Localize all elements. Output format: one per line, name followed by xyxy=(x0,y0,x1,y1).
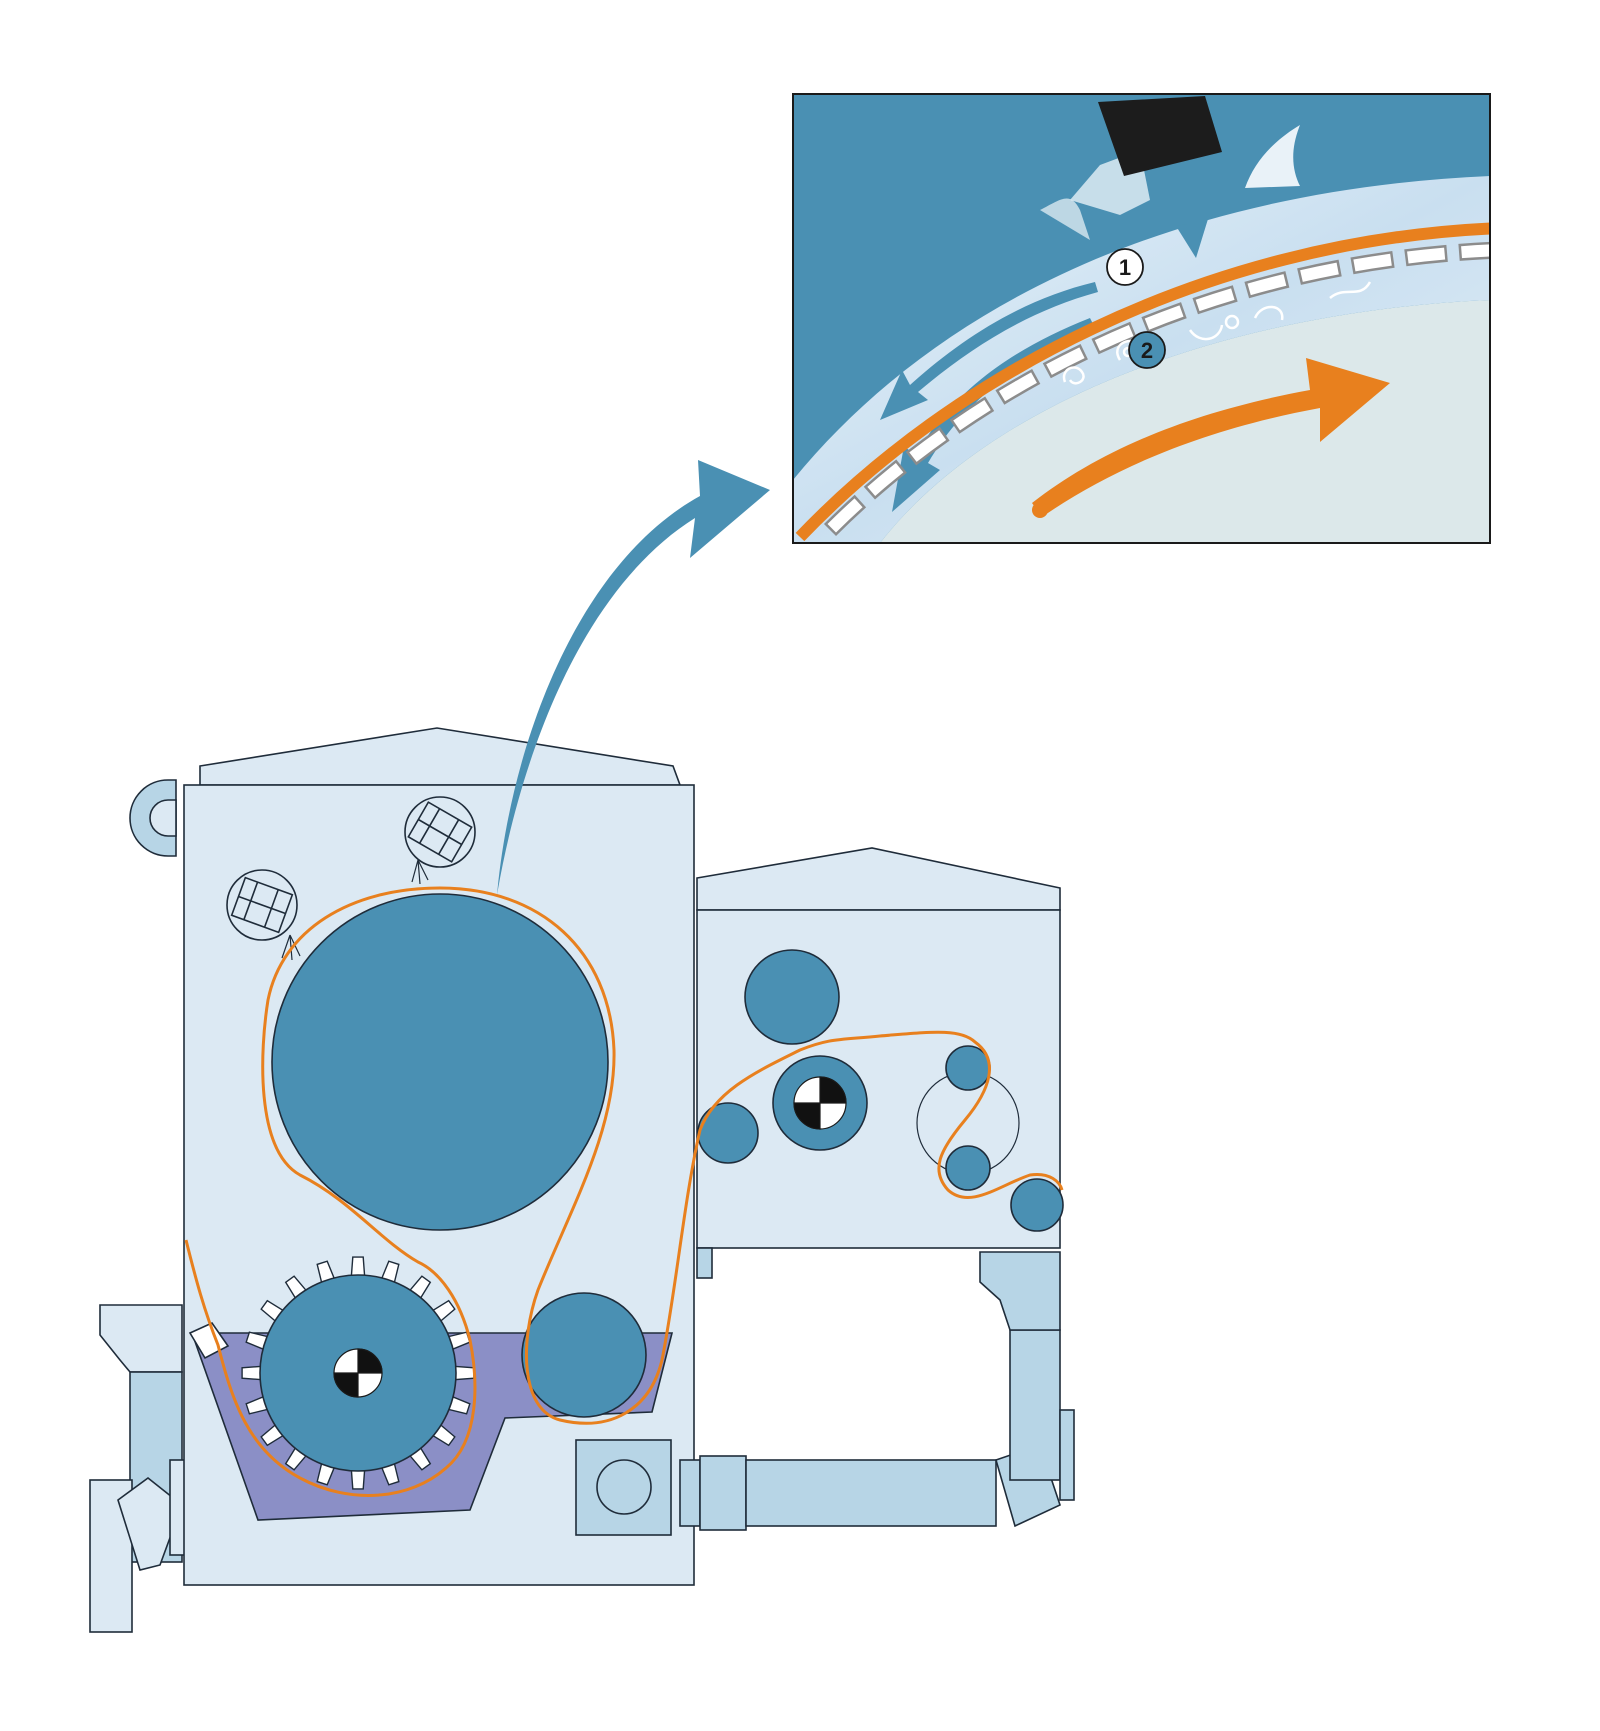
reel-tooth xyxy=(453,1365,475,1381)
upper-roller xyxy=(744,949,840,1045)
center-marks xyxy=(333,1076,847,1398)
marker-2: 2 xyxy=(1128,331,1166,369)
right-housing-roof xyxy=(696,847,1061,911)
fabric-path-main xyxy=(184,886,1064,1497)
magnify-arrow xyxy=(497,460,770,895)
return-pipe xyxy=(679,1247,1075,1531)
svg-text:1: 1 xyxy=(1119,255,1131,280)
spray-nozzle-lower xyxy=(226,869,301,961)
spray-nozzle-upper xyxy=(404,796,476,885)
main-housing-roof xyxy=(199,727,682,786)
dancer-roller-bottom xyxy=(945,1145,991,1191)
outlet-pump-box xyxy=(575,1439,672,1536)
reel-tooth xyxy=(241,1365,263,1381)
inset-arrow-upper xyxy=(880,282,1098,420)
detail-inset: 1 2 xyxy=(793,94,1490,543)
inset-fabric-band xyxy=(795,222,1490,542)
inset-spray-arrow xyxy=(1172,168,1208,258)
reel-tooth xyxy=(350,1468,366,1490)
drive-roller-center-mark xyxy=(793,1076,847,1130)
machine xyxy=(89,727,1075,1633)
inset-frame xyxy=(792,93,1491,544)
marker-1: 1 xyxy=(1106,248,1144,286)
main-drum xyxy=(271,893,609,1231)
right-housing xyxy=(696,909,1061,1249)
bath-guide-roller xyxy=(521,1292,647,1418)
left-inlet-hopper xyxy=(89,1304,187,1633)
reel-center-mark xyxy=(333,1348,383,1398)
small-roller-left xyxy=(697,1102,759,1164)
reel-tooth xyxy=(350,1256,366,1278)
inset-rotation-arrow xyxy=(1032,358,1390,517)
inset-arrow-lower xyxy=(892,318,1095,512)
top-left-fitting xyxy=(129,779,177,857)
inset-drum-surface xyxy=(880,300,1490,543)
exit-roller xyxy=(1010,1178,1064,1232)
svg-text:2: 2 xyxy=(1141,338,1153,363)
inset-nozzle xyxy=(1098,96,1222,176)
